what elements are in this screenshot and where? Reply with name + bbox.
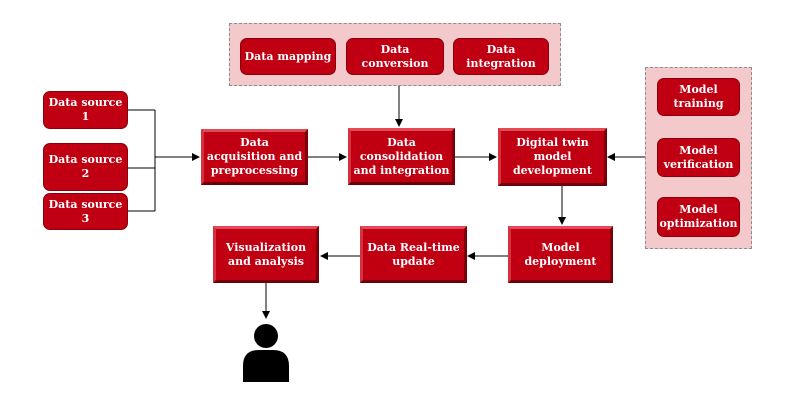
person-icon	[243, 324, 289, 382]
data-source-2-box: Data source 2	[43, 143, 128, 191]
data-source-3-box: Data source 3	[43, 193, 128, 230]
model-optimization-box: Model optimization	[657, 197, 740, 237]
data-source-1-box: Data source 1	[43, 91, 128, 129]
data-conversion-box: Data conversion	[346, 38, 444, 75]
visualization-box: Visualization and analysis	[213, 226, 319, 283]
data-integration-box: Data integration	[453, 38, 549, 75]
model-training-box: Model training	[657, 78, 740, 116]
model-deployment-box: Model deployment	[508, 226, 613, 283]
consolidation-box: Data consolidation and integration	[348, 128, 455, 185]
acquisition-box: Data acquisition and preprocessing	[201, 129, 308, 185]
real-time-update-box: Data Real-time update	[360, 226, 467, 283]
model-verification-box: Model verification	[657, 138, 740, 177]
digital-twin-development-box: Digital twin model development	[498, 128, 607, 186]
data-mapping-box: Data mapping	[240, 38, 336, 75]
